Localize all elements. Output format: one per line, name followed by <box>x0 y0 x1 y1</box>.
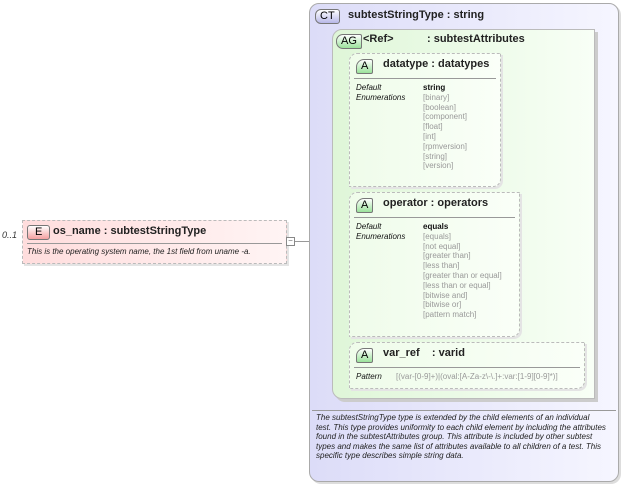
attribute-var-ref[interactable]: A var_ref : varid Pattern [(var-[0-9]+)|… <box>349 342 585 389</box>
pattern-label: Pattern <box>356 372 382 381</box>
enumeration-value: [component] <box>423 112 468 122</box>
attribute-badge: A <box>356 348 374 363</box>
default-value: equals <box>423 222 449 231</box>
enumeration-value: [float] <box>423 122 443 132</box>
default-label: Default <box>356 83 382 92</box>
default-label: Default <box>356 222 382 231</box>
element-title: os_name : subtestStringType <box>53 225 207 237</box>
element-badge: E <box>27 225 51 240</box>
attribute-group-ref: <Ref> <box>363 33 394 45</box>
enumeration-value: [less than] <box>423 261 460 271</box>
attribute-title: var_ref : varid <box>383 347 465 359</box>
enumeration-value: [pattern match] <box>423 310 477 320</box>
attribute-title: operator : operators <box>383 197 489 209</box>
enumeration-value: [bitwise and] <box>423 290 468 300</box>
enumeration-value: [less than or equal] <box>423 280 491 290</box>
enumeration-value: [boolean] <box>423 102 456 112</box>
pattern-value: [(var-[0-9]+)|(oval:[A-Za-z\-\.]+:var:[1… <box>396 372 558 381</box>
enumeration-value: [equals] <box>423 231 452 241</box>
complex-type-badge: CT <box>315 9 340 24</box>
complex-type-description: The subtestStringType type is extended b… <box>316 413 606 461</box>
enumeration-value: [greater than] <box>423 251 471 261</box>
enumeration-value: [binary] <box>423 92 450 102</box>
attribute-badge: A <box>356 198 374 213</box>
attribute-title: datatype : datatypes <box>383 58 490 70</box>
enumeration-value: [not equal] <box>423 241 461 251</box>
element-description: This is the operating system name, the 1… <box>27 247 251 256</box>
element-os-name[interactable]: E os_name : subtestStringType This is th… <box>22 220 287 264</box>
default-value: string <box>423 83 446 92</box>
element-cardinality: 0..1 <box>2 230 18 240</box>
enumeration-value: [rpmversion] <box>423 141 468 151</box>
enumeration-value: [greater than or equal] <box>423 270 502 280</box>
collapse-button[interactable]: − <box>286 237 295 246</box>
enumeration-value: [version] <box>423 161 454 171</box>
complex-type-title: subtestStringType : string <box>348 9 485 21</box>
attribute-badge: A <box>356 59 374 74</box>
enumeration-value: [int] <box>423 131 436 141</box>
enumeration-value: [string] <box>423 151 448 161</box>
enumerations-label: Enumerations <box>356 92 406 102</box>
enumerations-label: Enumerations <box>356 231 406 241</box>
attribute-group-title: : subtestAttributes <box>427 33 525 45</box>
enumeration-value: [bitwise or] <box>423 300 462 310</box>
attribute-group-badge: AG <box>336 34 362 49</box>
